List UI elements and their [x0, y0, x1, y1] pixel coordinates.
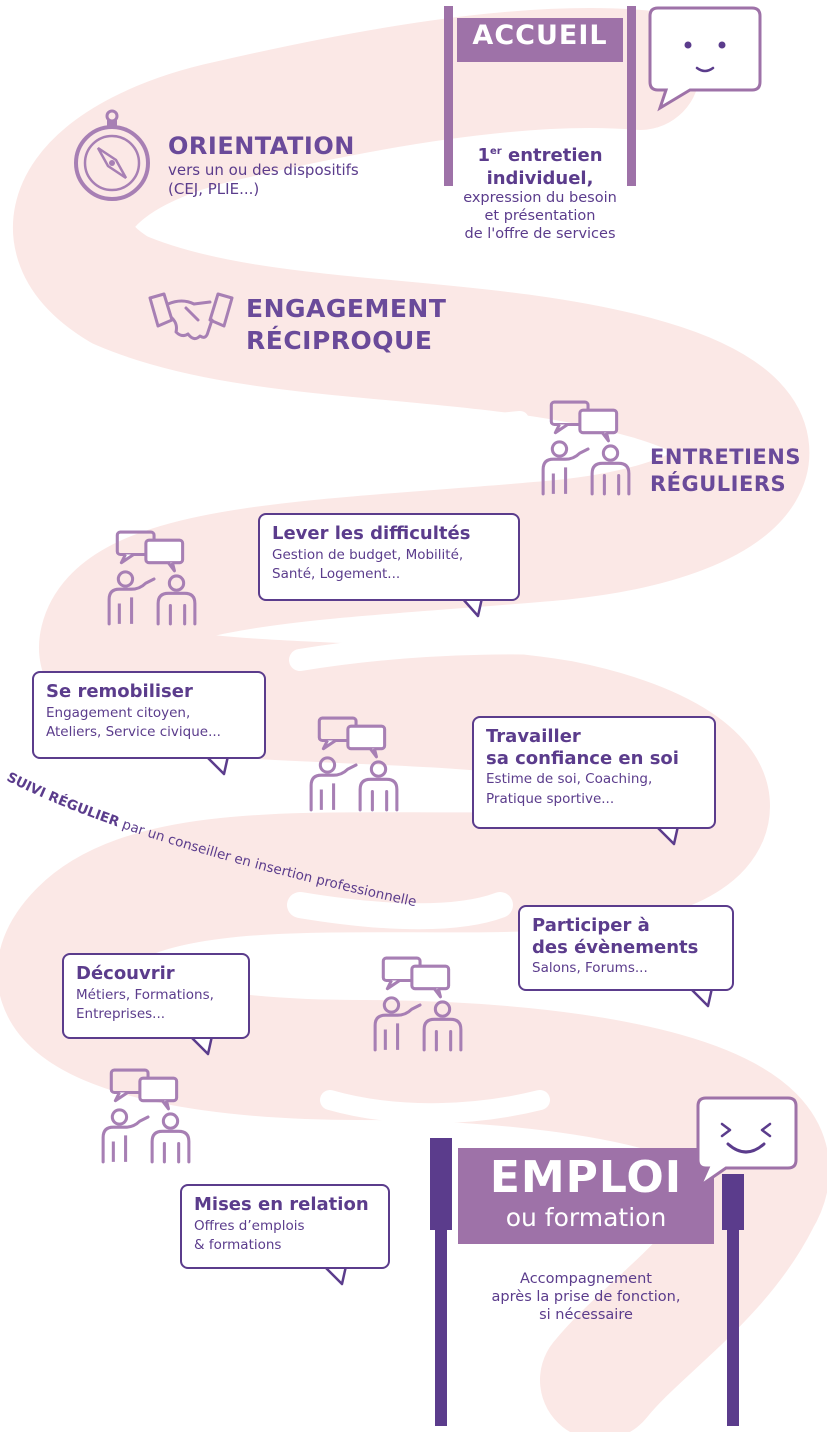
handshake-icon: [148, 292, 234, 341]
bubble-line: Santé, Logement...: [272, 566, 401, 583]
bubble-line: & formations: [194, 1237, 282, 1254]
bubble-title: Mises en relation: [194, 1194, 369, 1215]
step-desc-3: de l'offre de services: [464, 226, 616, 243]
step-desc-1: expression du besoin: [463, 190, 617, 207]
bubble-title-2: sa confiance en soi: [486, 747, 679, 769]
orientation-line-2: (CEJ, PLIE...): [168, 179, 260, 198]
orientation-block: ORIENTATION vers un ou des dispositifs (…: [168, 132, 359, 198]
engagement-block: ENGAGEMENT RÉCIPROQUE: [246, 292, 446, 356]
step-title-line2: individuel,: [486, 167, 594, 189]
bubble-line: Estime de soi, Coaching,: [486, 771, 653, 788]
emploi-label: EMPLOI: [489, 1152, 683, 1203]
bubble-title-1: Participer à: [532, 915, 650, 936]
step-title: entretien: [501, 145, 603, 166]
bubble-title: Lever les difficultés: [272, 523, 471, 544]
bubble-line: Pratique sportive...: [486, 790, 615, 807]
bubble-title: Découvrir: [76, 963, 175, 984]
bubble-lever-difficultes: Lever les difficultés Gestion de budget,…: [258, 513, 520, 601]
bubble-title-2: des évènements: [532, 936, 699, 958]
step-desc-2: et présentation: [484, 208, 596, 225]
orientation-title: ORIENTATION: [168, 132, 355, 160]
bubble-line: Ateliers, Service civique...: [46, 724, 221, 741]
bubble-title: Se remobiliser: [46, 681, 193, 702]
accueil-step-text: 1er entretien individuel, expression du …: [430, 145, 650, 243]
bubble-decouvrir: Découvrir Métiers, Formations, Entrepris…: [62, 953, 250, 1039]
entretiens-line-1: ENTRETIENS: [650, 445, 801, 469]
formation-label: ou formation: [505, 1203, 667, 1232]
accueil-label: ACCUEIL: [472, 20, 608, 51]
step-number: 1: [477, 145, 491, 166]
entretiens-block: ENTRETIENS RÉGULIERS: [650, 444, 801, 499]
bubble-line: Gestion de budget, Mobilité,: [272, 546, 464, 563]
bubble-confiance: Travailler sa confiance en soi Estime de…: [472, 716, 716, 829]
engagement-line-2: RÉCIPROQUE: [246, 325, 433, 355]
emploi-desc: Accompagnement après la prise de fonctio…: [460, 1270, 712, 1324]
bubble-line: Salons, Forums...: [532, 960, 648, 977]
bubble-line: Offres d’emplois: [194, 1217, 305, 1234]
bubble-line: Métiers, Formations,: [76, 986, 214, 1003]
step-sup: er: [490, 146, 502, 157]
bubble-line: Entreprises...: [76, 1006, 166, 1023]
engagement-line-1: ENGAGEMENT: [246, 294, 447, 323]
bubble-participer: Participer à des évènements Salons, Foru…: [518, 905, 734, 991]
orientation-line-1: vers un ou des dispositifs: [168, 160, 359, 179]
emploi-desc-2: après la prise de fonction,: [491, 1289, 681, 1306]
bubble-mises-en-relation: Mises en relation Offres d’emplois & for…: [180, 1184, 390, 1269]
bubble-remobiliser: Se remobiliser Engagement citoyen, Ateli…: [32, 671, 266, 759]
bubble-line: Engagement citoyen,: [46, 704, 191, 721]
bubble-title-1: Travailler: [486, 726, 581, 747]
emploi-desc-1: Accompagnement: [520, 1271, 652, 1287]
compass-icon: [74, 109, 150, 201]
entretiens-line-2: RÉGULIERS: [650, 472, 787, 497]
emploi-desc-3: si nécessaire: [539, 1307, 633, 1324]
